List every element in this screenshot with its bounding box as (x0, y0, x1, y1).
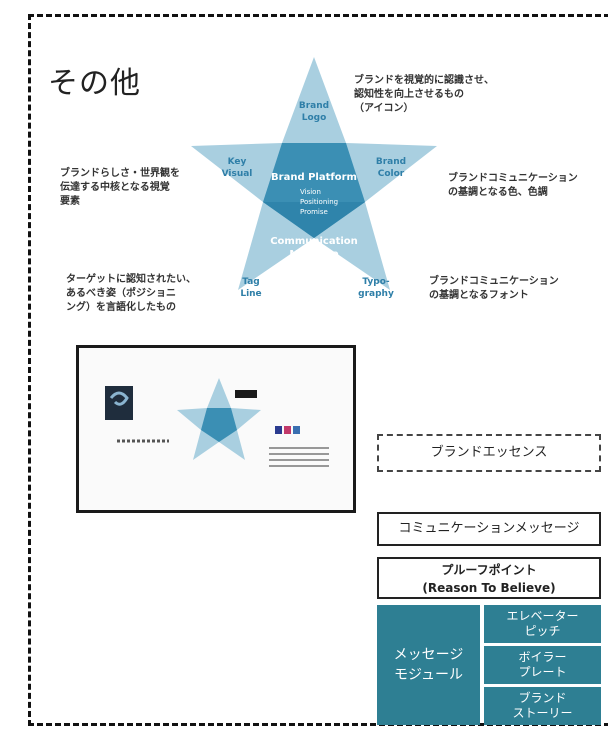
brand-essence-box: ブランドエッセンス (377, 434, 601, 472)
thumbnail-color-swatch (293, 426, 300, 434)
thumbnail-image-swirl (109, 391, 129, 406)
star-center-title: Brand Platform (271, 172, 357, 183)
message-module-label: メッセージ モジュール (377, 605, 480, 725)
note-tagline: ターゲットに認知されたい、 あるべき姿（ポジショニ ング）を言語化したもの (66, 274, 196, 313)
thumbnail-color-swatch (284, 426, 291, 434)
page-title: その他 (48, 66, 141, 101)
boilerplate-cell: ボイラー プレート (484, 646, 601, 684)
star-center-item: Positioning (300, 198, 338, 206)
communication-message-box: コミュニケーションメッセージ (377, 512, 601, 546)
star-inner-lower (263, 202, 365, 238)
brand-story-cell: ブランド ストーリー (484, 687, 601, 725)
note-color: ブランドコミュニケーション の基調となる色、色調 (448, 173, 578, 198)
example-slide-thumbnail (76, 345, 356, 513)
thumbnail-diagram (105, 378, 329, 467)
proof-point-box: プルーフポイント (Reason To Believe) (377, 557, 601, 599)
note-typography: ブランドコミュニケーション の基調となるフォント (429, 276, 559, 301)
thumbnail-color-swatch (275, 426, 282, 434)
message-module-group: メッセージ モジュール エレベーター ピッチ ボイラー プレート ブランド スト… (377, 605, 601, 725)
elevator-pitch-cell: エレベーター ピッチ (484, 605, 601, 643)
dashed-frame (28, 14, 608, 726)
point-typography: Typo-graphy (358, 277, 394, 299)
note-logo: ブランドを視覚的に認識させ、 認知性を向上させるもの （アイコン） (354, 75, 494, 114)
star-center-item: Vision (300, 188, 321, 196)
thumbnail-star-center (201, 408, 237, 442)
star-center-item: Promise (300, 208, 328, 216)
thumbnail-logo-block (235, 390, 257, 398)
note-key-visual: ブランドらしさ・世界観を 伝達する中核となる視覚 要素 (60, 168, 180, 207)
